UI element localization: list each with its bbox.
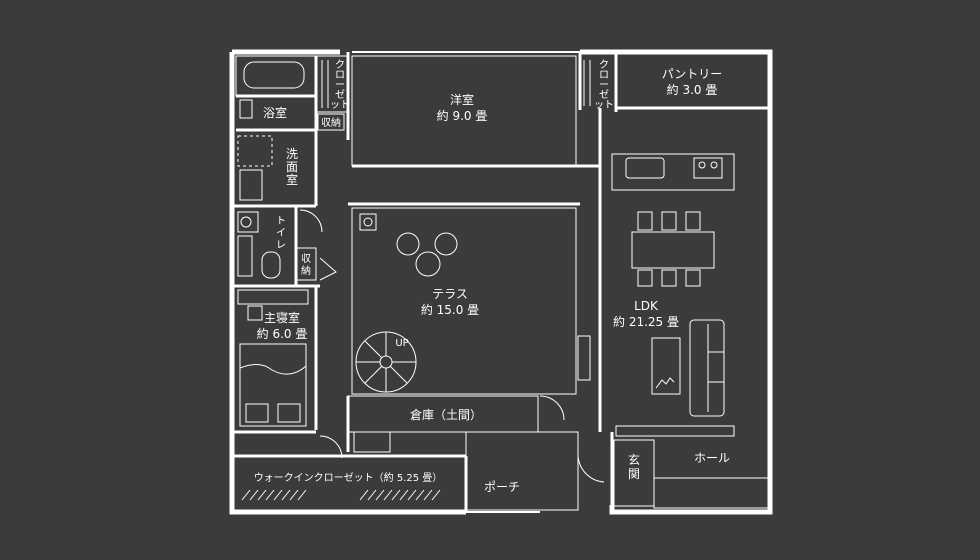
toilet-area: トイレ: [232, 206, 323, 288]
svg-text:収納: 収納: [321, 116, 341, 129]
storage-a: 収納: [317, 113, 345, 131]
closet-b-label: クローゼット: [594, 59, 614, 111]
storage-b-label: 収納: [301, 253, 311, 277]
walk-in-closet-label: ウォークインクローゼット（約 5.25 畳）: [254, 471, 443, 484]
master-bedroom: 主寝室 約 6.0 畳: [237, 286, 318, 430]
master-bedroom-size: 約 6.0 畳: [257, 326, 308, 341]
terrace-size: 約 15.0 畳: [421, 302, 479, 317]
washroom-area: 洗面室: [232, 128, 318, 208]
western-room-name: 洋室: [450, 92, 474, 107]
toilet-label: トイレ: [276, 216, 286, 251]
pantry: パントリー 約 3.0 畳: [616, 67, 770, 110]
storehouse: 倉庫（土間）: [346, 395, 565, 453]
sofa-icon: [651, 319, 725, 417]
plant-icon: [655, 377, 675, 389]
closet-a: クローゼット: [315, 52, 350, 140]
terrace-name: テラス: [432, 287, 468, 301]
hall: ホール: [615, 425, 769, 509]
stove-icon: [693, 157, 723, 179]
washroom-label: 洗面室: [286, 147, 298, 187]
spiral-stair-icon: [355, 331, 417, 393]
storehouse-label: 倉庫（土間）: [410, 407, 482, 422]
terrace: テラス 約 15.0 畳 UP: [348, 202, 580, 395]
entrance: 玄関: [610, 432, 655, 507]
western-room-size: 約 9.0 畳: [437, 108, 488, 123]
porch: ポーチ: [465, 431, 605, 511]
kitchen-counter-icon: [611, 153, 735, 191]
closet-b: クローゼット: [578, 52, 618, 112]
up-label: UP: [395, 338, 408, 349]
hall-label: ホール: [694, 451, 730, 465]
ldk-name: LDK: [634, 299, 659, 313]
pantry-size: 約 3.0 畳: [667, 82, 718, 97]
closet-a-label: クローゼット: [330, 59, 350, 111]
walk-in-closet: ウォークインクローゼット（約 5.25 畳）: [232, 430, 468, 512]
outdoor-chair-icon: [396, 232, 458, 277]
bed-icon: [239, 343, 307, 427]
porch-label: ポーチ: [484, 480, 520, 494]
dining-table-icon: [631, 211, 715, 287]
bathtub-icon: [243, 61, 305, 89]
bath-label: 浴室: [263, 105, 287, 120]
storage-b: 収納: [295, 247, 337, 281]
pantry-name: パントリー: [662, 67, 723, 81]
toilet-icon: [261, 251, 281, 279]
western-room: 洋室 約 9.0 畳: [351, 51, 580, 168]
master-bedroom-name: 主寝室: [264, 310, 300, 325]
ldk-size: 約 21.25 畳: [613, 314, 679, 329]
bath-area: 浴室: [235, 55, 318, 132]
sink-icon: [625, 157, 665, 179]
entrance-label: 玄関: [628, 452, 640, 481]
